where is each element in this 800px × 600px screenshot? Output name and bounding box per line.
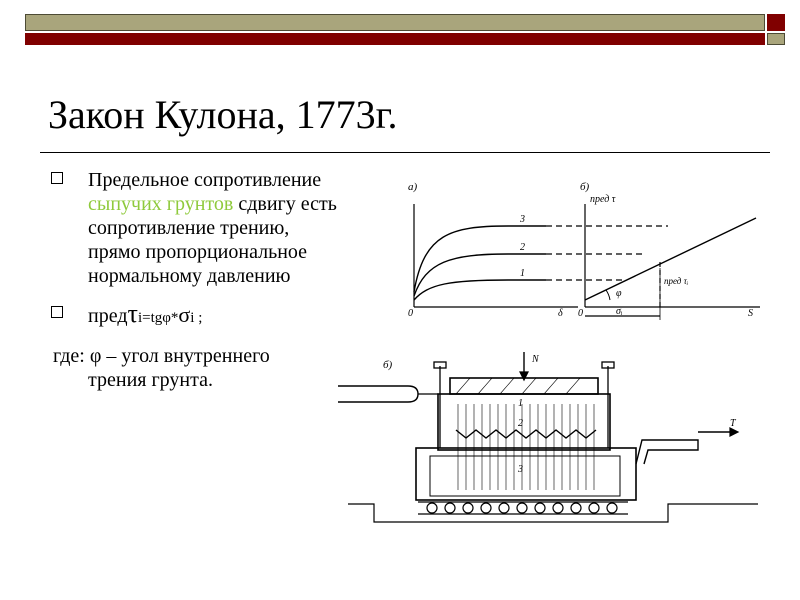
where-line-2: трения грунта. <box>88 369 213 391</box>
apparatus-bolts <box>433 361 615 448</box>
apparatus-part-3: 3 <box>517 464 523 475</box>
graph-a-x-label: δ <box>558 308 563 319</box>
graph-a-label-3: 3 <box>519 214 525 225</box>
force-n-label: N <box>531 354 540 365</box>
formula-end: i ; <box>190 310 203 326</box>
formula-tau: τ <box>127 299 138 328</box>
graph-b-origin-label: 0 <box>578 308 583 319</box>
graph-b-sigma-label: σᵢ <box>616 306 623 317</box>
graph-a-label-1: 1 <box>520 268 525 279</box>
apparatus-ground <box>348 503 758 523</box>
where-line-1: где: φ – угол внутреннего <box>53 345 270 367</box>
bullet-law-text-1: Предельное сопротивление <box>88 169 322 191</box>
apparatus-sample-hatch <box>457 404 595 490</box>
formula-middle: =tgφ* <box>142 310 179 326</box>
graph-a-label-2: 2 <box>520 242 525 253</box>
graph-b-y-label: пред τ <box>590 194 616 205</box>
top-decor-square-maroon <box>767 14 785 31</box>
bullet-item-law: Предельное сопротивление сыпучих грунтов… <box>48 168 340 288</box>
bullet-item-formula: предτi=tgφ*σi ; <box>48 299 340 330</box>
graph-a-origin-label: 0 <box>408 308 413 319</box>
square-bullet-icon <box>51 172 63 184</box>
graph-b-shear-line <box>584 217 757 301</box>
graph-a-panel-label: а) <box>408 181 418 193</box>
apparatus-upper-box <box>437 393 611 451</box>
apparatus-shear-plane <box>455 429 597 439</box>
apparatus-part-1: 1 <box>518 398 523 409</box>
graph-b-x-label: S <box>748 308 753 319</box>
shear-test-figure: а) 0 δ 3 2 1 б) пред τ пред τᵢ φ σᵢ 0 S … <box>338 181 760 523</box>
force-n-arrow-icon <box>519 371 529 382</box>
graph-a-curve-1 <box>413 279 546 301</box>
graph-b-phi-label: φ <box>616 288 622 299</box>
graph-a-curve-2 <box>413 253 546 297</box>
graph-b-pred-tau-i: пред τᵢ <box>664 276 689 286</box>
apparatus-load-plate-hatch <box>455 377 581 395</box>
top-decor-square-olive <box>767 33 785 45</box>
bullet-law-text-2: сдвигу есть сопротивление трению, прямо … <box>88 193 337 287</box>
top-decor-bar-maroon <box>25 33 765 45</box>
apparatus-lower-box <box>415 447 637 501</box>
shear-box-apparatus: б) <box>338 352 758 523</box>
title-divider <box>40 152 770 153</box>
graph-b-phi-arc <box>605 289 611 301</box>
graph-b-panel-label: б) <box>580 181 590 193</box>
apparatus-lower-inner <box>429 455 621 497</box>
formula-prefix: пред <box>88 305 128 327</box>
graph-a: а) 0 δ 3 2 1 <box>408 181 668 319</box>
bullet-law-highlight: сыпучих грунтов <box>88 193 234 215</box>
square-bullet-icon <box>51 306 63 318</box>
slide-text: Предельное сопротивление сыпучих грунтов… <box>48 168 340 508</box>
graph-b: б) пред τ пред τᵢ φ σᵢ 0 S <box>578 181 760 320</box>
apparatus-part-2: 2 <box>518 418 523 429</box>
apparatus-panel-label: б) <box>383 359 393 371</box>
apparatus-rollers <box>418 501 628 515</box>
graph-a-curve-3 <box>413 225 546 293</box>
formula-sub-i: i <box>137 310 143 326</box>
formula-sigma: σ <box>178 302 191 327</box>
where-note: где: φ – угол внутреннего трения грунта. <box>48 344 340 392</box>
slide-title: Закон Кулона, 1773г. <box>48 92 398 137</box>
force-t-arrow-icon <box>729 427 740 437</box>
top-decor-bar-olive <box>25 14 765 31</box>
apparatus-left-piston <box>338 385 419 403</box>
apparatus-right-rod <box>635 439 699 465</box>
force-t-label: T <box>730 418 737 429</box>
